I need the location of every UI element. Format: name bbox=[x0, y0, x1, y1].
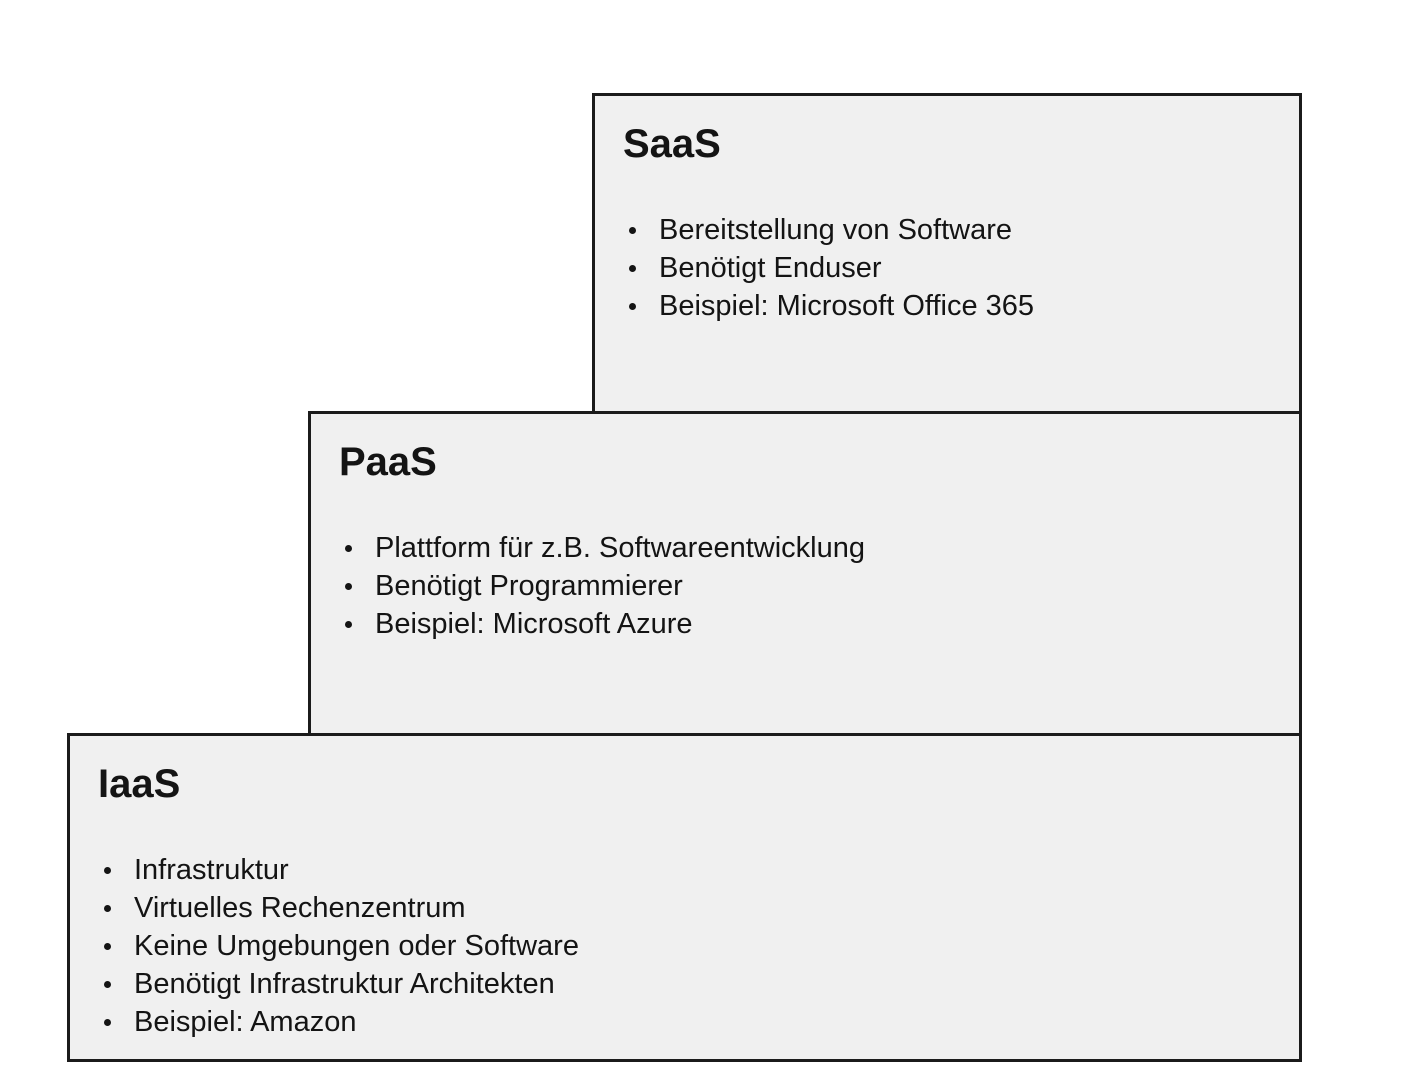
bullet-text: Benötigt Enduser bbox=[659, 252, 882, 284]
saas-title: SaaS bbox=[623, 122, 721, 166]
bullet-icon bbox=[104, 867, 111, 874]
list-item: Beispiel: Microsoft Office 365 bbox=[595, 287, 1299, 325]
saas-box: SaaS Bereitstellung von Software Benötig… bbox=[592, 93, 1302, 414]
iaas-box: IaaS Infrastruktur Virtuelles Rechenzent… bbox=[67, 733, 1302, 1062]
paas-bullet-list: Plattform für z.B. Softwareentwicklung B… bbox=[311, 529, 1299, 643]
bullet-icon bbox=[629, 265, 636, 272]
bullet-icon bbox=[345, 583, 352, 590]
list-item: Keine Umgebungen oder Software bbox=[70, 927, 1299, 965]
list-item: Benötigt Infrastruktur Architekten bbox=[70, 965, 1299, 1003]
list-item: Benötigt Programmierer bbox=[311, 567, 1299, 605]
bullet-text: Bereitstellung von Software bbox=[659, 214, 1013, 246]
bullet-text: Beispiel: Microsoft Azure bbox=[375, 608, 693, 640]
bullet-text: Plattform für z.B. Softwareentwicklung bbox=[375, 532, 865, 564]
bullet-text: Benötigt Programmierer bbox=[375, 570, 683, 602]
iaas-bullet-list: Infrastruktur Virtuelles Rechenzentrum K… bbox=[70, 851, 1299, 1041]
list-item: Beispiel: Microsoft Azure bbox=[311, 605, 1299, 643]
paas-title: PaaS bbox=[339, 440, 437, 484]
bullet-icon bbox=[629, 227, 636, 234]
list-item: Virtuelles Rechenzentrum bbox=[70, 889, 1299, 927]
paas-box: PaaS Plattform für z.B. Softwareentwickl… bbox=[308, 411, 1302, 736]
bullet-icon bbox=[345, 621, 352, 628]
list-item: Benötigt Enduser bbox=[595, 249, 1299, 287]
list-item: Bereitstellung von Software bbox=[595, 211, 1299, 249]
bullet-text: Virtuelles Rechenzentrum bbox=[134, 892, 466, 924]
bullet-icon bbox=[345, 545, 352, 552]
iaas-title: IaaS bbox=[98, 762, 181, 806]
list-item: Plattform für z.B. Softwareentwicklung bbox=[311, 529, 1299, 567]
list-item: Beispiel: Amazon bbox=[70, 1003, 1299, 1041]
saas-bullet-list: Bereitstellung von Software Benötigt End… bbox=[595, 211, 1299, 325]
bullet-icon bbox=[104, 905, 111, 912]
bullet-text: Beispiel: Amazon bbox=[134, 1006, 357, 1038]
bullet-icon bbox=[629, 303, 636, 310]
bullet-text: Infrastruktur bbox=[134, 854, 289, 886]
bullet-text: Benötigt Infrastruktur Architekten bbox=[134, 968, 555, 1000]
list-item: Infrastruktur bbox=[70, 851, 1299, 889]
bullet-text: Beispiel: Microsoft Office 365 bbox=[659, 290, 1035, 322]
bullet-text: Keine Umgebungen oder Software bbox=[134, 930, 579, 962]
bullet-icon bbox=[104, 981, 111, 988]
bullet-icon bbox=[104, 1019, 111, 1026]
bullet-icon bbox=[104, 943, 111, 950]
